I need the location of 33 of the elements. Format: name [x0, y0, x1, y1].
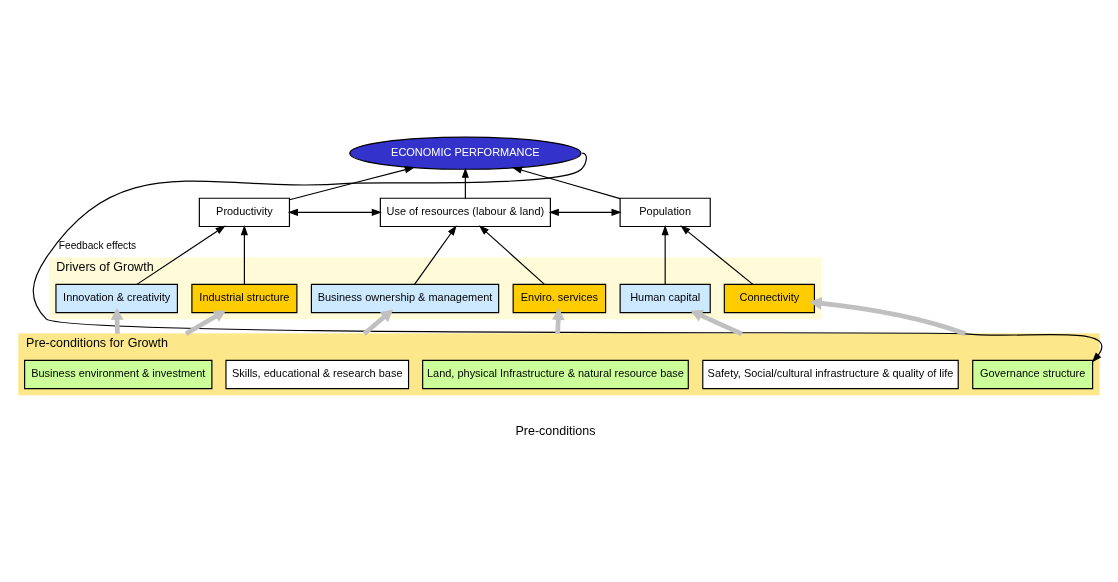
arrow: [184, 309, 227, 336]
node-box: Governance structure: [972, 359, 1094, 389]
node-box: Land, physical Infrastructure & natural resource base: [422, 359, 689, 389]
node-box: Use of resources (labour & land): [379, 197, 551, 227]
edge-label: Feedback effects: [58, 239, 137, 251]
arrow: [809, 296, 967, 336]
arrow: [680, 224, 754, 285]
node-box: Human capital: [619, 283, 711, 313]
arrow: [362, 308, 394, 336]
node-box: Industrial structure: [191, 283, 298, 313]
arrow: [289, 165, 415, 200]
arrow: [548, 208, 622, 216]
node-box: Productivity: [198, 197, 291, 227]
arrow: [414, 224, 457, 285]
arrow: [461, 167, 469, 199]
arrow: [690, 309, 743, 336]
arrow: [32, 152, 1103, 363]
arrow: [511, 166, 621, 199]
node-box: Population: [619, 197, 711, 227]
node-box: Skills, educational & research base: [225, 359, 410, 389]
label: Pre-conditions: [515, 423, 596, 438]
node-box: Business environment & investment: [24, 359, 213, 389]
node-ellipse: ECONOMIC PERFORMANCE: [349, 136, 582, 170]
node-box: Business ownership & management: [310, 283, 500, 313]
node-box: Safety, Social/cultural infrastructure & quality of life: [702, 359, 959, 389]
node-box: Enviro. services: [512, 283, 607, 313]
arrow: [661, 224, 669, 285]
arrow: [240, 224, 248, 285]
arrow: [136, 225, 226, 285]
node-box: Connectivity: [723, 283, 816, 313]
arrow: [478, 224, 546, 285]
node-box: Innovation & creativity: [55, 283, 178, 313]
arrow: [287, 208, 382, 216]
